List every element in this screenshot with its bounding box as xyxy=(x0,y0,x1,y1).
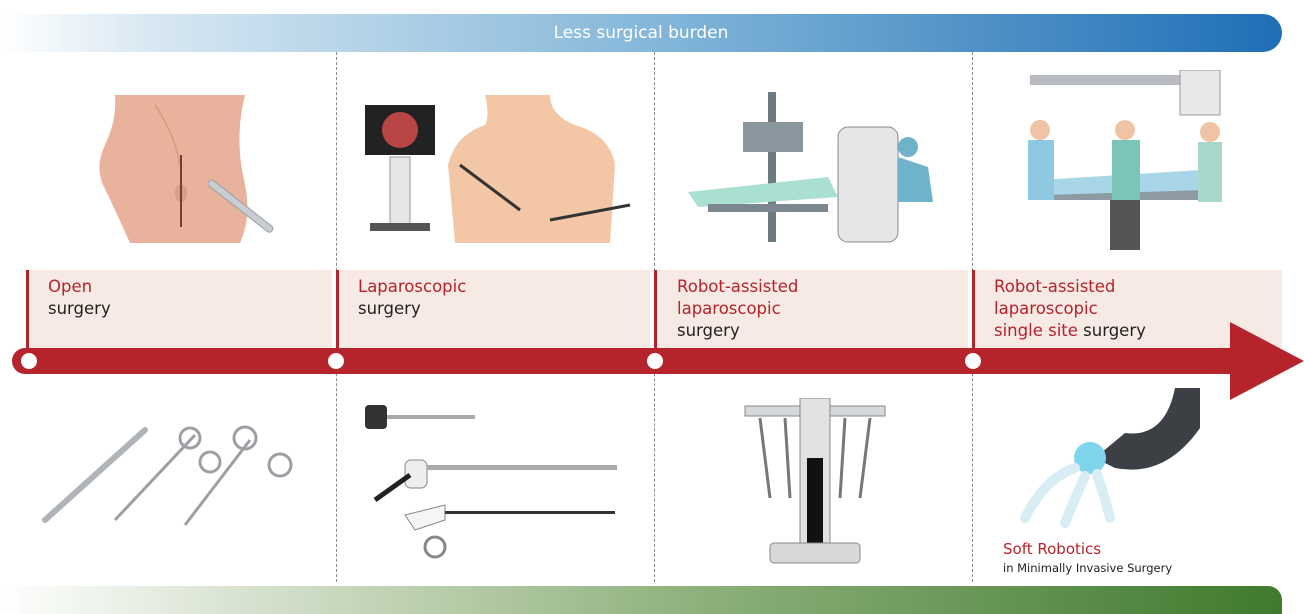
timeline-dot-1 xyxy=(21,353,37,369)
stage-2-title: Laparoscopic xyxy=(358,276,466,298)
timeline-dot-4 xyxy=(965,353,981,369)
bottom-green-banner xyxy=(0,586,1282,614)
stage-4-title-2: laparoscopic xyxy=(994,298,1146,320)
stage-4-tail: surgery xyxy=(1083,321,1146,340)
stage-label-open: Open surgery xyxy=(48,276,111,320)
stage-label-laparoscopic: Laparoscopic surgery xyxy=(358,276,466,320)
laparoscopic-instruments-icon xyxy=(365,405,625,565)
banner-text: Less surgical burden xyxy=(0,23,1282,43)
multi-arm-robot-operating-room-icon xyxy=(1000,70,1240,255)
robotic-surgery-team-icon xyxy=(688,92,948,247)
stage-1-title: Open xyxy=(48,276,111,298)
abdomen-incision-icon xyxy=(95,95,275,245)
stage-4-title-3: single site xyxy=(994,321,1078,340)
timeline-arrow-head xyxy=(1230,322,1304,400)
soft-robotics-subtitle: in Minimally Invasive Surgery xyxy=(1003,561,1172,575)
patient-side-cart-icon xyxy=(740,398,890,566)
stage-3-title-2: laparoscopic xyxy=(677,298,798,320)
soft-robotic-gripper-icon xyxy=(1015,388,1205,528)
stage-label-single-site: Robot-assisted laparoscopic single site … xyxy=(994,276,1146,342)
stage-3-tail: surgery xyxy=(677,320,798,342)
timeline-dot-2 xyxy=(328,353,344,369)
stage-label-robot: Robot-assisted laparoscopic surgery xyxy=(677,276,798,342)
stage-4-title-1: Robot-assisted xyxy=(994,276,1146,298)
less-surgical-burden-banner: Less surgical burden xyxy=(0,14,1282,52)
timeline-dot-3 xyxy=(647,353,663,369)
soft-robotics-title: Soft Robotics xyxy=(1003,540,1101,558)
laparoscopy-tower-icon xyxy=(360,95,650,245)
stage-1-tail: surgery xyxy=(48,298,111,320)
timeline-arrow-bar xyxy=(12,348,1242,374)
stage-2-tail: surgery xyxy=(358,298,466,320)
stage-3-title-1: Robot-assisted xyxy=(677,276,798,298)
scalpel-scissors-forceps-icon xyxy=(35,420,305,530)
